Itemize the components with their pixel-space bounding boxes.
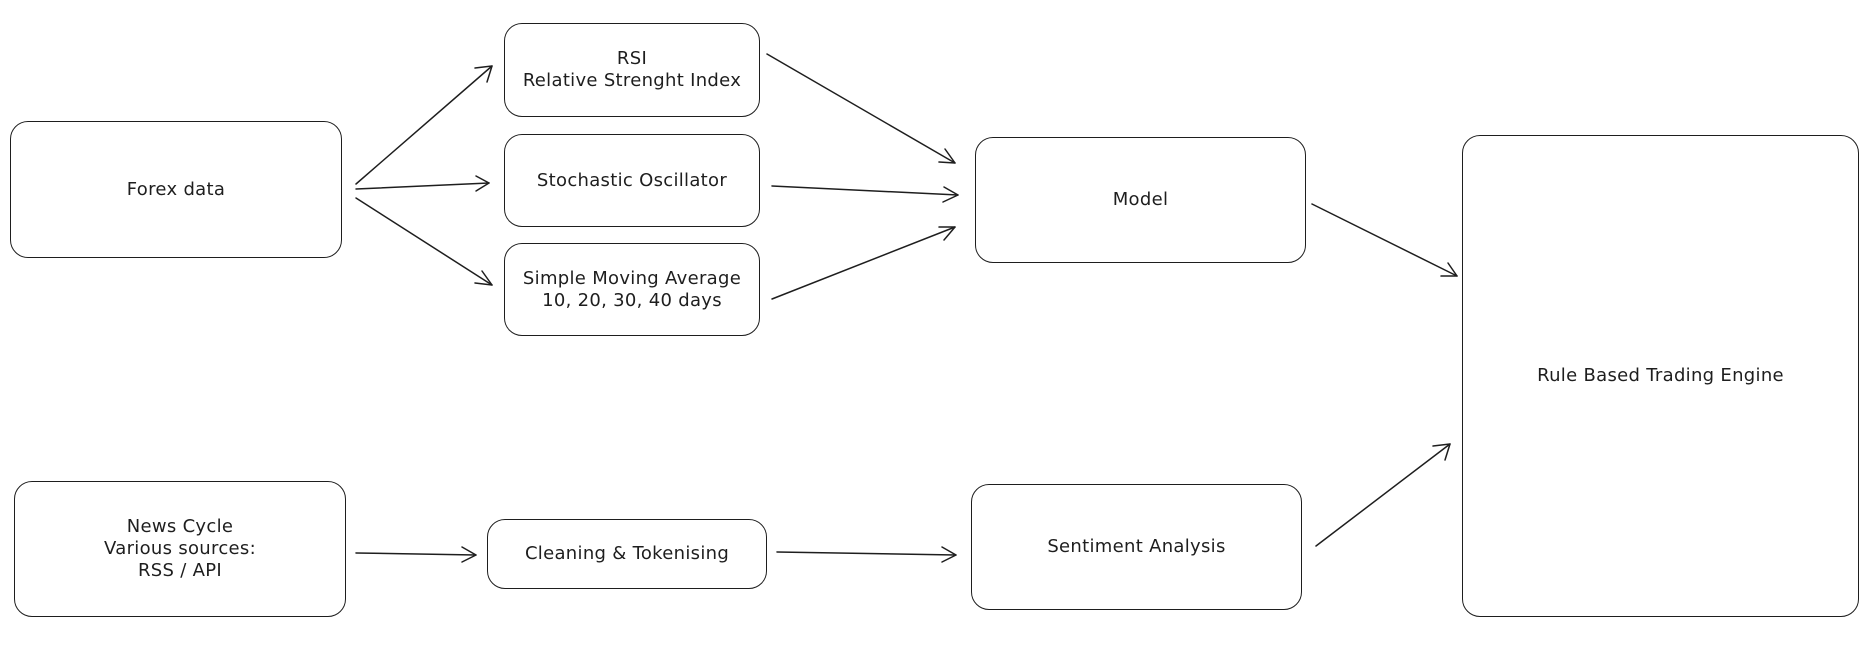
node-model: Model (975, 137, 1306, 263)
node-rule-based-trading-engine-label: Rule Based Trading Engine (1537, 365, 1784, 386)
edge-cleaning-to-sentiment (776, 546, 957, 563)
node-sentiment-analysis-label: Sentiment Analysis (1047, 536, 1226, 557)
node-model-label: Model (1112, 189, 1169, 210)
edge-forex-to-sma (355, 197, 493, 286)
edge-sentiment-to-engine (1315, 443, 1451, 547)
node-forex-data-label: Forex data (126, 178, 226, 200)
edge-forex-to-stoch (355, 175, 490, 192)
node-cleaning-tokenising-label: Cleaning & Tokenising (524, 543, 730, 564)
edge-stoch-to-model (771, 185, 959, 203)
edge-news-to-cleaning (355, 546, 477, 563)
node-sentiment-analysis: Sentiment Analysis (971, 484, 1302, 610)
node-simple-moving-average-label: Simple Moving Average 10, 20, 30, 40 day… (522, 267, 742, 311)
node-simple-moving-average: Simple Moving Average 10, 20, 30, 40 day… (504, 243, 760, 336)
node-news-cycle-label: News Cycle Various sources: RSS / API (104, 516, 256, 581)
edge-sma-to-model (771, 226, 956, 300)
node-news-cycle: News Cycle Various sources: RSS / API (14, 481, 346, 617)
node-stochastic-oscillator-label: Stochastic Oscillator (536, 169, 728, 191)
node-stochastic-oscillator: Stochastic Oscillator (504, 134, 760, 227)
node-rsi-label: RSI Relative Strenght Index (522, 48, 742, 91)
node-rule-based-trading-engine: Rule Based Trading Engine (1462, 135, 1859, 617)
node-rsi: RSI Relative Strenght Index (504, 23, 760, 117)
edge-model-to-engine (1311, 203, 1458, 277)
node-forex-data: Forex data (10, 121, 342, 258)
node-cleaning-tokenising: Cleaning & Tokenising (487, 519, 767, 589)
edge-forex-to-rsi (355, 65, 493, 185)
edge-rsi-to-model (766, 53, 956, 164)
